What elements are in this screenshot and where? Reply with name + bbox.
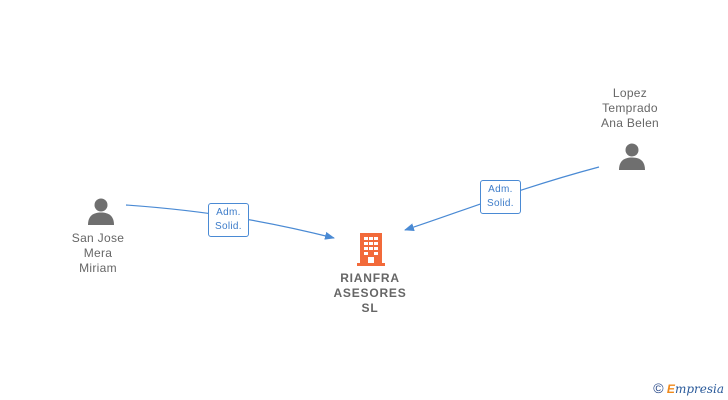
company-name-line: ASESORES: [333, 286, 407, 300]
person-left-name[interactable]: San Jose Mera Miriam: [58, 231, 138, 276]
person-left-name-line: Miriam: [79, 261, 117, 275]
person-right-name[interactable]: Lopez Temprado Ana Belen: [590, 86, 670, 131]
brand-name: mpresia: [674, 382, 724, 396]
person-right-name-line: Lopez: [612, 86, 648, 100]
person-icon[interactable]: [617, 141, 647, 171]
edge-role-label[interactable]: Adm. Solid.: [208, 203, 249, 237]
edge-role-line: Solid.: [215, 221, 242, 232]
edge-role-label[interactable]: Adm. Solid.: [480, 180, 521, 214]
company-name-line: RIANFRA: [340, 271, 400, 285]
building-icon[interactable]: [356, 231, 386, 267]
person-left-name-line: Mera: [83, 246, 113, 260]
person-right-name-line: Temprado: [602, 101, 658, 115]
company-name-line: SL: [361, 301, 379, 315]
person-icon[interactable]: [86, 196, 116, 226]
watermark: © Empresia: [653, 380, 724, 396]
edge-role-line: Solid.: [487, 198, 514, 209]
edge-role-line: Adm.: [216, 207, 241, 218]
copyright-icon: ©: [653, 380, 664, 396]
brand-initial: E: [666, 382, 675, 396]
edge-role-line: Adm.: [488, 184, 513, 195]
person-right-name-line: Ana Belen: [600, 116, 660, 130]
person-left-name-line: San Jose: [71, 231, 125, 245]
company-name[interactable]: RIANFRA ASESORES SL: [320, 271, 420, 316]
